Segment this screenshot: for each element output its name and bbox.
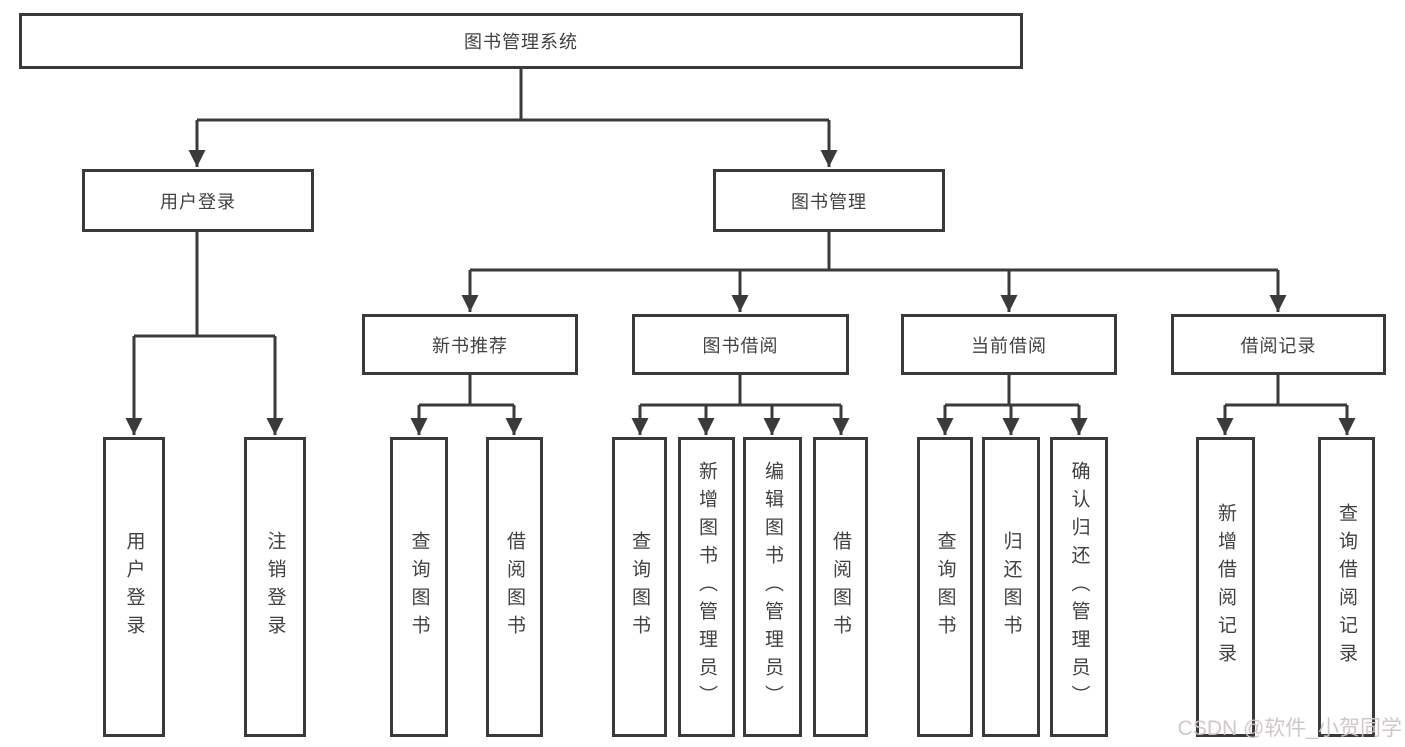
leaf-query-books-1: 查询图书 <box>390 437 448 737</box>
leaf-return-books: 归还图书 <box>982 437 1040 737</box>
trunk-current-borrow <box>945 375 1079 407</box>
leaf-query-books-2: 查询图书 <box>612 437 667 737</box>
node-label: 借阅图书 <box>830 531 851 643</box>
node-label: 编辑图书（管理员） <box>762 461 783 713</box>
node-label: 借阅记录 <box>1240 335 1317 356</box>
leaf-query-borrow-record: 查询借阅记录 <box>1318 437 1375 737</box>
node-label: 查询借阅记录 <box>1336 503 1357 671</box>
leaf-add-books-admin: 新增图书（管理员） <box>678 437 735 737</box>
node-label: 查询图书 <box>629 531 650 643</box>
node-new-book-recommend: 新书推荐 <box>362 314 578 375</box>
node-label: 新增图书（管理员） <box>696 461 717 713</box>
node-current-borrowing: 当前借阅 <box>901 314 1117 375</box>
node-label: 当前借阅 <box>971 335 1047 356</box>
node-book-management: 图书管理 <box>713 169 945 232</box>
leaf-query-books-3: 查询图书 <box>917 437 973 737</box>
trunk-book-management <box>470 232 1278 272</box>
node-label: 新增借阅记录 <box>1215 503 1236 671</box>
leaf-logout-login: 注销登录 <box>244 437 306 737</box>
node-label: 新书推荐 <box>432 335 508 356</box>
node-book-borrowing: 图书借阅 <box>632 314 849 375</box>
watermark: CSDN @软件_小贺同学 <box>1177 717 1402 740</box>
trunk-user-login <box>134 232 275 338</box>
node-label: 图书管理 <box>791 191 867 212</box>
node-label: 用户登录 <box>160 191 236 212</box>
leaf-add-borrow-record: 新增借阅记录 <box>1196 437 1255 737</box>
node-book-management-system: 图书管理系统 <box>19 13 1023 69</box>
node-label: 查询图书 <box>408 531 430 643</box>
node-label: 图书管理系统 <box>464 32 578 52</box>
node-user-login: 用户登录 <box>82 169 314 232</box>
node-label: 查询图书 <box>934 531 956 643</box>
trunk-new-book <box>419 375 514 407</box>
leaf-confirm-return-admin: 确认归还（管理员） <box>1050 437 1108 737</box>
trunk-borrow-records <box>1225 375 1347 407</box>
node-label: 注销登录 <box>264 531 286 643</box>
node-label: 图书借阅 <box>702 335 779 356</box>
node-label: 确认归还（管理员） <box>1068 461 1090 713</box>
trunk-book-borrow <box>640 375 841 407</box>
node-borrowing-records: 借阅记录 <box>1171 314 1386 375</box>
leaf-user-login: 用户登录 <box>103 437 165 737</box>
node-label: 用户登录 <box>123 531 145 643</box>
leaf-edit-books-admin: 编辑图书（管理员） <box>743 437 802 737</box>
leaf-borrow-books-1: 借阅图书 <box>486 437 543 737</box>
trunk-root <box>197 69 829 122</box>
node-label: 借阅图书 <box>504 531 525 643</box>
node-label: 归还图书 <box>1000 531 1022 643</box>
leaf-borrow-books-2: 借阅图书 <box>813 437 868 737</box>
